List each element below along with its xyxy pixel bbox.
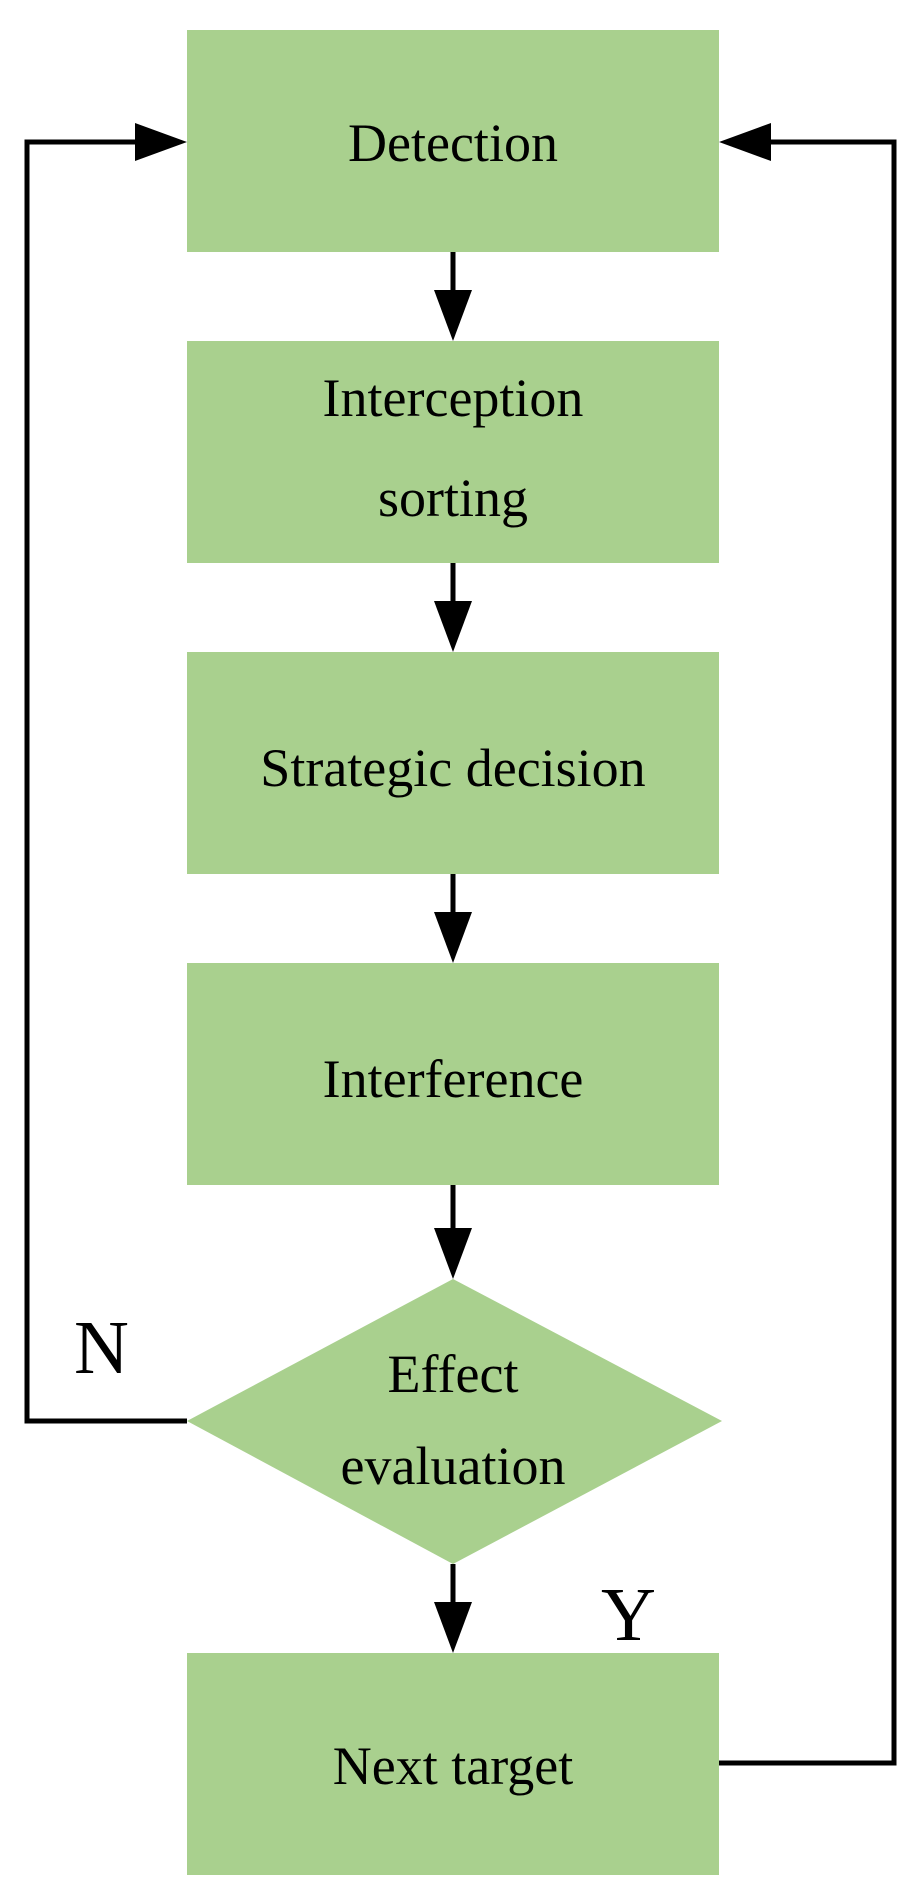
arrowhead <box>434 1602 472 1653</box>
edge-effect-evaluation-to-detection <box>24 123 187 1424</box>
node-strategic-decision: Strategic decision <box>187 652 719 874</box>
node-effect-evaluation-label-line2: evaluation <box>341 1436 566 1496</box>
node-detection-label: Detection <box>348 113 558 173</box>
edge-next-target-to-detection <box>719 123 897 1766</box>
node-next-target: Next target <box>187 1653 719 1875</box>
node-effect-evaluation-label-line1: Effect <box>388 1344 519 1404</box>
node-interference: Interference <box>187 963 719 1185</box>
arrowhead <box>434 290 472 341</box>
arrowhead <box>135 123 187 161</box>
edge-strategic-decision-to-interference <box>434 874 472 963</box>
edge-detection-to-interception-sorting <box>434 252 472 341</box>
edge-effect-evaluation-to-next-target <box>434 1564 472 1653</box>
node-interference-label: Interference <box>323 1049 584 1109</box>
node-interception-sorting: Interception sorting <box>187 341 719 563</box>
edge-interception-sorting-to-strategic-decision <box>434 563 472 652</box>
arrowhead <box>434 1228 472 1279</box>
branch-label-yes: Y <box>601 1573 656 1657</box>
node-interception-sorting-label-line1: Interception <box>323 368 584 428</box>
arrowhead <box>434 601 472 652</box>
node-next-target-label: Next target <box>333 1736 573 1796</box>
arrowhead <box>719 123 771 161</box>
arrowhead <box>434 912 472 963</box>
node-strategic-decision-label: Strategic decision <box>260 738 645 798</box>
node-interception-sorting-label-line2: sorting <box>378 468 528 528</box>
node-effect-evaluation: Effect evaluation <box>187 1279 722 1564</box>
edge-interference-to-effect-evaluation <box>434 1185 472 1279</box>
branch-label-no: N <box>74 1306 129 1390</box>
node-detection: Detection <box>187 30 719 252</box>
